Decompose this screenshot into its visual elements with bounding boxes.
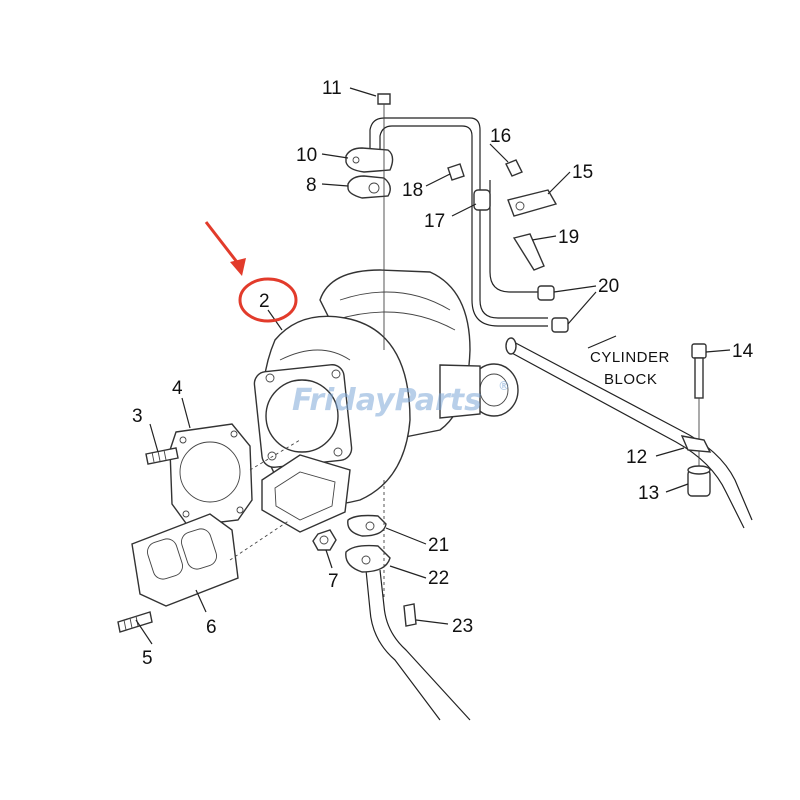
gasket-8 [347, 175, 391, 199]
callout-7: 7 [328, 571, 339, 592]
callout-17: 17 [424, 211, 445, 232]
note-block: BLOCK [604, 371, 657, 388]
bolt-18 [447, 163, 465, 181]
leader-lines [135, 87, 731, 645]
bolt-16 [505, 159, 523, 177]
callout-8: 8 [306, 175, 317, 196]
callout-10: 10 [296, 145, 317, 166]
flange-10 [345, 147, 394, 173]
watermark-logo: FridayParts [292, 383, 482, 418]
highlight-arrow [204, 221, 246, 276]
watermark-registered: ® [498, 379, 510, 393]
fitting-20a [537, 285, 555, 301]
callout-16: 16 [490, 126, 511, 147]
callout-12: 12 [626, 447, 647, 468]
callout-13: 13 [638, 483, 659, 504]
clamp-17 [473, 189, 491, 211]
stud-3 [145, 447, 179, 465]
callout-11: 11 [322, 78, 342, 99]
gasket-21 [347, 514, 387, 537]
callout-23: 23 [452, 616, 473, 637]
callout-18: 18 [402, 180, 423, 201]
bracket-15 [507, 189, 558, 217]
callout-4: 4 [172, 378, 183, 399]
bolt-23 [403, 603, 417, 627]
stud-5 [117, 611, 153, 633]
oil-feed-pipe [369, 117, 548, 327]
fitting-20b [551, 317, 569, 333]
note-cylinder: CYLINDER [590, 349, 670, 366]
turbocharger [253, 269, 519, 533]
callout-22: 22 [428, 568, 449, 589]
callout-5: 5 [142, 648, 153, 669]
callout-6: 6 [206, 617, 217, 638]
clamp-12 [680, 435, 712, 453]
callout-21: 21 [428, 535, 449, 556]
oil-return-pipe [365, 569, 471, 721]
gasket-6 [131, 513, 239, 607]
callout-2: 2 [259, 291, 270, 312]
highlight-circle [238, 277, 298, 323]
nut-7 [312, 529, 337, 551]
callout-3: 3 [132, 406, 143, 427]
callout-14: 14 [732, 341, 754, 362]
callout-19: 19 [558, 227, 579, 248]
callout-20: 20 [598, 276, 619, 297]
bolt-11 [377, 93, 391, 350]
bolt-19 [512, 233, 545, 271]
spacer-13 [687, 465, 711, 497]
bolt-14 [691, 343, 707, 470]
flange-22 [345, 544, 391, 573]
callout-15: 15 [572, 162, 593, 183]
gasket-4 [169, 423, 253, 527]
right-support-pipe [505, 337, 753, 529]
